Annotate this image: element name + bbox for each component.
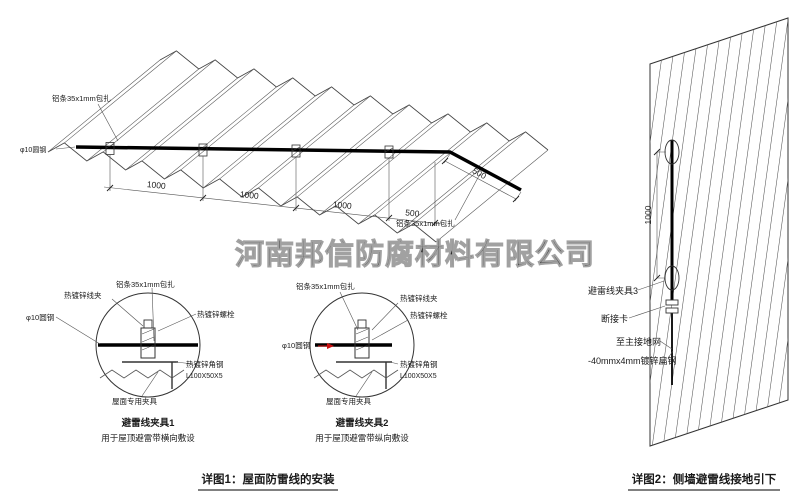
detail2-rod-arrowhead bbox=[327, 343, 334, 349]
dim-extension-lines bbox=[109, 155, 436, 226]
detail2-circle bbox=[309, 292, 415, 398]
disconnect-link bbox=[665, 299, 679, 314]
roof-edge-dimension bbox=[441, 153, 522, 203]
detail2-rod-label-red: φ10圆钢 bbox=[282, 340, 310, 350]
detail1-title: 避雷线夹具1 bbox=[122, 417, 176, 429]
detail1-circle bbox=[95, 292, 201, 398]
wall-clamp-lower bbox=[664, 265, 680, 291]
detail2-sheet-profile bbox=[313, 369, 399, 379]
detail2-clamp-hatch bbox=[355, 328, 369, 351]
rod-label: φ10圆钢 bbox=[20, 145, 46, 154]
lightning-wire bbox=[75, 145, 522, 192]
wall-disconnect-label: 断接卡 bbox=[601, 313, 628, 324]
dim-label: 500 bbox=[405, 207, 420, 218]
detail2-fixture-label: 屋面专用夹具 bbox=[326, 396, 371, 406]
roof-leaders bbox=[55, 103, 481, 221]
roof-ridge-lines bbox=[47, 50, 549, 243]
detail1-angle-spec: L100X50X5 bbox=[186, 373, 223, 380]
roof-label-texts: 铝条35x1mm包扎 φ10圆钢 铝条35x1mm包扎 bbox=[20, 93, 455, 228]
wire-clamp bbox=[105, 142, 115, 155]
wall-ground-label: 至主接地网 bbox=[616, 336, 661, 347]
detail1-sheet-profile bbox=[99, 369, 185, 379]
strip-label-right: 铝条35x1mm包扎 bbox=[396, 218, 455, 228]
detail2-subtitle: 用于屋顶避雷带纵向敷设 bbox=[315, 433, 409, 443]
detail1-rod-label: φ10圆钢 bbox=[26, 312, 54, 322]
detail2-strip-label: 铝条35x1mm包扎 bbox=[296, 281, 355, 291]
detail2-clamp bbox=[354, 327, 370, 359]
detail1-subtitle: 用于屋顶避雷带横向敷设 bbox=[101, 433, 195, 443]
wall-elevation-view: 1000 避雷线夹具3 断接卡 至主接地网 -40mmx4mm镀锌扁钢 bbox=[588, 17, 789, 447]
detail2-leaders bbox=[339, 291, 409, 397]
detail2-clamp-label: 热镀锌线夹 bbox=[400, 293, 438, 303]
wall-labels: 避雷线夹具3 断接卡 至主接地网 -40mmx4mm镀锌扁钢 bbox=[588, 285, 677, 366]
detail1-angle-label: 热镀锌角钢 bbox=[186, 359, 224, 369]
dimension-line bbox=[103, 186, 443, 225]
detail1-strip-label: 铝条35x1mm包扎 bbox=[116, 279, 175, 289]
detail1-bolt-label: 热镀锌螺栓 bbox=[197, 309, 235, 319]
roof-dimension-chain bbox=[103, 155, 443, 227]
detail2-angle-steel bbox=[336, 361, 392, 389]
wall-leaders bbox=[628, 280, 674, 359]
detail1-leaders bbox=[55, 287, 197, 397]
roof-dim-labels: 1000 1000 1000 500 bbox=[146, 179, 420, 219]
watermark: 河南邦信防腐材料有限公司 bbox=[235, 238, 595, 271]
dim-label: 1000 bbox=[332, 199, 352, 211]
detail1-angle-steel bbox=[122, 361, 178, 389]
wall-dimension bbox=[653, 148, 666, 282]
detail1-labels: 热镀锌线夹 铝条35x1mm包扎 热镀锌螺栓 φ10圆钢 热镀锌角钢 L100X… bbox=[26, 279, 235, 443]
detail2-labels: 铝条35x1mm包扎 热镀锌线夹 热镀锌螺栓 φ10圆钢 热镀锌角钢 L100X… bbox=[282, 281, 448, 443]
detail2-bolt bbox=[357, 319, 367, 329]
captions: 详图1：屋面防雷线的安装 详图2：侧墙避雷线接地引下 bbox=[198, 472, 780, 491]
detail-circle-2: 铝条35x1mm包扎 热镀锌线夹 热镀锌螺栓 φ10圆钢 热镀锌角钢 L100X… bbox=[282, 281, 448, 443]
detail2-title: 避雷线夹具2 bbox=[336, 417, 389, 429]
wall-dim-label: 1000 bbox=[643, 205, 653, 224]
detail-circle-1: 热镀锌线夹 铝条35x1mm包扎 热镀锌螺栓 φ10圆钢 热镀锌角钢 L100X… bbox=[26, 279, 235, 443]
dim-ticks bbox=[106, 184, 439, 227]
detail2-angle-spec: L100X50X5 bbox=[400, 373, 437, 380]
wall-flat-steel-label: -40mmx4mm镀锌扁钢 bbox=[588, 355, 677, 366]
dim-label: 1000 bbox=[239, 189, 259, 201]
strip-label-top: 铝条35x1mm包扎 bbox=[52, 93, 111, 103]
wall-clamp3-label: 避雷线夹具3 bbox=[588, 285, 638, 296]
detail1-clamp-hatch bbox=[141, 328, 155, 351]
detail2-bolt-label: 热镀锌螺栓 bbox=[410, 310, 448, 320]
detail1-bolt bbox=[143, 319, 153, 329]
detail2-angle-label: 热镀锌角钢 bbox=[400, 359, 438, 369]
edge-dim-label: 500 bbox=[471, 166, 488, 182]
caption-detail2: 详图2：侧墙避雷线接地引下 bbox=[632, 472, 777, 486]
detail1-clamp-label: 热镀锌线夹 bbox=[64, 290, 102, 300]
detail1-clamp bbox=[140, 327, 156, 359]
dim-label: 1000 bbox=[146, 179, 166, 191]
caption-detail1: 详图1：屋面防雷线的安装 bbox=[202, 472, 335, 486]
detail1-fixture-label: 屋面专用夹具 bbox=[112, 396, 157, 406]
roof-isometric-view: 1000 1000 1000 500 500 铝条35x1mm包扎 φ10圆钢 … bbox=[20, 50, 549, 243]
